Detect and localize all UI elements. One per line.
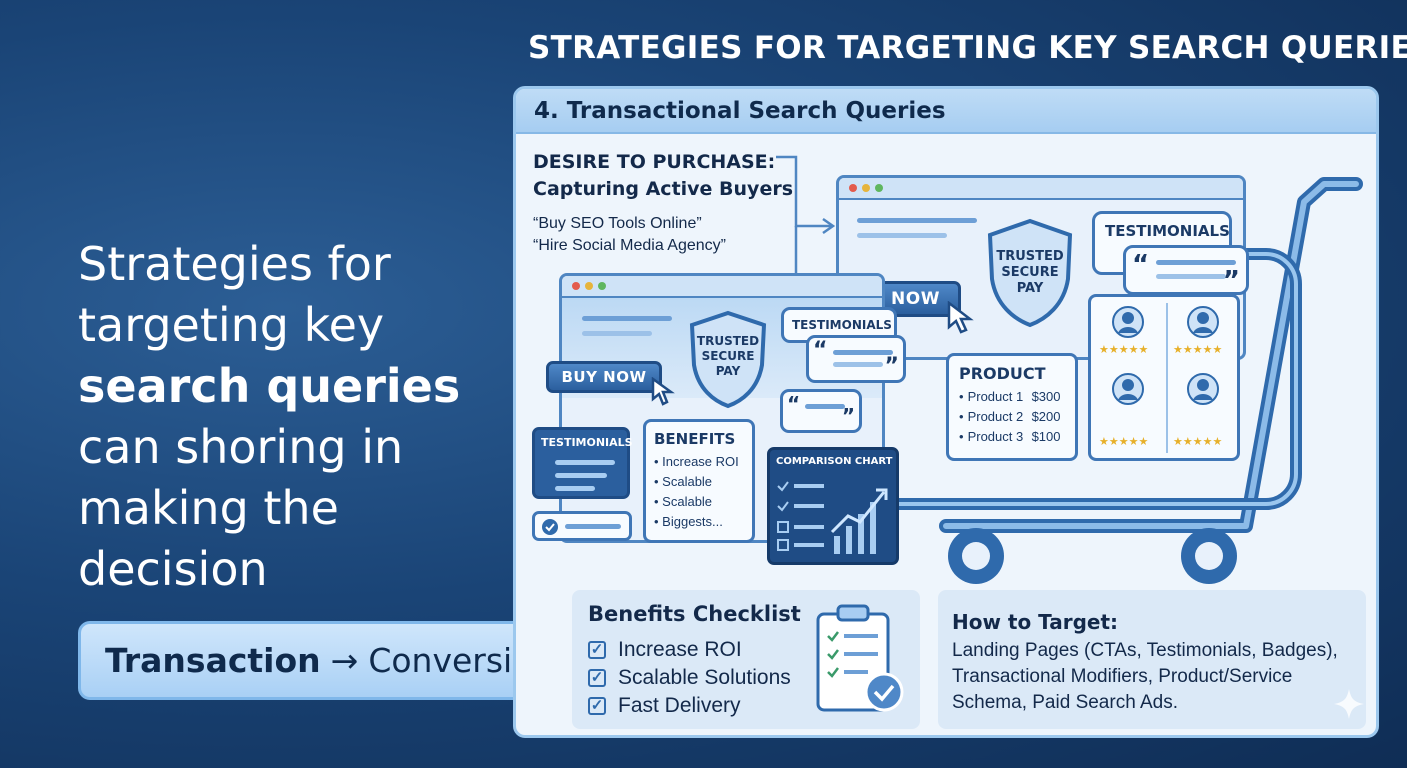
product-row: • Product 2$200 xyxy=(959,409,1061,424)
benefit-item: • Increase ROI xyxy=(654,454,739,469)
browser-titlebar xyxy=(562,276,882,298)
headline-line-3: search queries xyxy=(78,356,498,417)
how-line-1: Landing Pages (CTAs, Testimonials, Badge… xyxy=(952,640,1338,661)
testimonials-label-small: TESTIMONIALS xyxy=(792,318,892,332)
main-title: STRATEGIES FOR TARGETING KEY SEARCH QUER… xyxy=(528,30,1407,66)
testimonials-label-large: TESTIMONIALS xyxy=(1105,222,1230,240)
product-card: PRODUCT • Product 1$300 • Product 2$200 … xyxy=(946,353,1078,461)
avatar-icon xyxy=(1112,306,1144,338)
quote-bubble-large: “ ” xyxy=(1123,245,1249,296)
star-rating-icon: ★★★★★ xyxy=(1099,344,1149,356)
headline-line-6: decision xyxy=(78,542,268,596)
checklist-title: Benefits Checklist xyxy=(588,602,801,626)
comparison-chart-label: COMPARISON CHART xyxy=(776,456,893,467)
headline-bold: search queries xyxy=(78,359,461,413)
trusted-line-1: TRUSTED xyxy=(996,249,1064,264)
avatar-icon xyxy=(1112,373,1144,405)
trusted-badge-small: TRUSTED SECURE PAY xyxy=(688,334,768,379)
star-rating-icon: ★★★★★ xyxy=(1173,344,1223,356)
rating-pill xyxy=(532,511,632,541)
quote-bubble-tiny: “ ” xyxy=(780,389,862,433)
testimonials-label-dark: TESTIMONIALS xyxy=(541,436,633,449)
quote-bubble-small: “ ” xyxy=(806,335,906,383)
star-rating-icon: ★★★★★ xyxy=(1099,436,1149,448)
checklist-item: ✓Fast Delivery xyxy=(588,692,791,720)
trusted-badge-large-icon xyxy=(987,218,1073,328)
how-line-3: Schema, Paid Search Ads. xyxy=(952,692,1179,713)
desire-line-2: Capturing Active Buyers xyxy=(533,178,794,200)
desire-line-1: DESIRE TO PURCHASE: xyxy=(533,151,776,173)
query-examples: “Buy SEO Tools Online” “Hire Social Medi… xyxy=(533,213,726,257)
cursor-icon xyxy=(651,377,675,406)
comparison-chart-card: COMPARISON CHART xyxy=(767,447,899,565)
benefits-card: BENEFITS • Increase ROI • Scalable • Sca… xyxy=(643,419,755,543)
trusted-line-2: SECURE xyxy=(701,349,755,363)
query-example-2: “Hire Social Media Agency” xyxy=(533,237,726,254)
buy-now-button-small[interactable]: BUY NOW xyxy=(546,361,662,393)
check-badge-icon xyxy=(542,519,558,535)
how-to-target-title: How to Target: xyxy=(952,610,1119,634)
star-rating-icon: ★★★★★ xyxy=(1173,436,1223,448)
checklist-item: ✓Scalable Solutions xyxy=(588,664,791,692)
headline-line-4: can shoring in xyxy=(78,420,404,474)
headline-line-1: Strategies for xyxy=(78,237,391,291)
product-row: • Product 1$300 xyxy=(959,389,1061,404)
testimonials-card-dark: TESTIMONIALS xyxy=(532,427,633,499)
transaction-conversion-pill: Transaction → Conversion xyxy=(78,621,553,700)
headline-line-2: targeting key xyxy=(78,298,385,352)
benefits-title: BENEFITS xyxy=(654,430,736,448)
trusted-badge-large: TRUSTED SECURE PAY xyxy=(986,249,1074,297)
clipboard-icon xyxy=(816,604,904,712)
benefits-checklist: Benefits Checklist ✓Increase ROI ✓Scalab… xyxy=(572,590,920,729)
sparkle-icon xyxy=(1334,689,1364,719)
checkbox-icon: ✓ xyxy=(588,641,606,659)
benefit-item: • Biggests... xyxy=(654,514,723,529)
checkbox-icon: ✓ xyxy=(588,697,606,715)
avatar-icon xyxy=(1187,306,1219,338)
avatar-icon xyxy=(1187,373,1219,405)
trusted-badge-small-icon xyxy=(689,310,767,409)
cursor-icon xyxy=(947,301,974,334)
benefit-item: • Scalable xyxy=(654,494,713,509)
product-title: PRODUCT xyxy=(959,364,1046,383)
how-to-target: How to Target: Landing Pages (CTAs, Test… xyxy=(938,590,1366,729)
checkbox-icon: ✓ xyxy=(588,669,606,687)
trusted-line-3: PAY xyxy=(715,364,741,378)
transactional-panel: 4. Transactional Search Queries DESIRE T… xyxy=(513,86,1379,738)
checklist-item: ✓Increase ROI xyxy=(588,636,791,664)
pill-arrow: → xyxy=(330,641,359,680)
trusted-line-3: PAY xyxy=(1016,281,1044,296)
comparison-chart-icon xyxy=(777,481,888,554)
browser-titlebar xyxy=(839,178,1243,200)
reviews-grid: ★★★★★ ★★★★★ ★★★★★ ★★★★★ xyxy=(1088,294,1240,461)
headline-line-5: making the xyxy=(78,481,339,535)
pill-bold: Transaction xyxy=(105,641,321,680)
product-row: • Product 3$100 xyxy=(959,429,1061,444)
panel-header: 4. Transactional Search Queries xyxy=(516,89,1376,134)
trusted-line-1: TRUSTED xyxy=(696,334,760,348)
testimonials-bubble-small: TESTIMONIALS xyxy=(781,307,897,343)
benefit-item: • Scalable xyxy=(654,474,713,489)
desire-heading: DESIRE TO PURCHASE: Capturing Active Buy… xyxy=(533,149,793,203)
how-line-2: Transactional Modifiers, Product/Service xyxy=(952,666,1293,687)
left-headline: Strategies for targeting key search quer… xyxy=(78,234,498,600)
trusted-line-2: SECURE xyxy=(1001,265,1059,280)
panel-title: 4. Transactional Search Queries xyxy=(534,98,946,124)
query-example-1: “Buy SEO Tools Online” xyxy=(533,215,702,232)
